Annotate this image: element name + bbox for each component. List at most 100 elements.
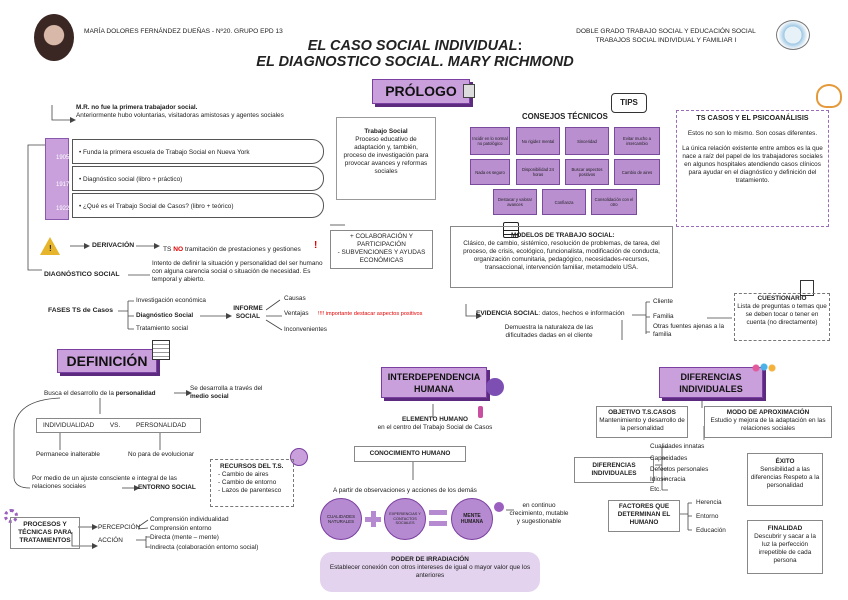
- people-icon: [486, 378, 504, 396]
- modelos-box: MODELOS DE TRABAJO SOCIAL: Clásico, de c…: [450, 226, 673, 288]
- derivacion-text: TS NO tramitación de prestaciones y gest…: [163, 246, 301, 253]
- tips-bubble: TIPS: [611, 93, 647, 113]
- percepcion-item-2: Comprensión entorno: [150, 525, 212, 532]
- dif-item-5: Etc.: [650, 486, 662, 493]
- fases-label: FASES TS de Casos: [48, 307, 113, 314]
- entorno-social: ENTORNO SOCIAL: [138, 484, 196, 491]
- interdependencia-heading: INTERDEPENDENCIA HUMANA: [381, 367, 487, 398]
- factor-herencia: Herencia: [696, 499, 722, 506]
- dif-item-4: Idiosincracia: [650, 476, 686, 483]
- recursos-box: RECURSOS DEL T.S. - Cambio de aires - Ca…: [210, 459, 294, 507]
- tip-2: No rigidez mental: [516, 127, 560, 155]
- procesos-box: PROCESOS Y TÉCNICAS PARA TRATAMIENTOS: [10, 517, 80, 549]
- colaboracion-box: + COLABORACIÓN Y PARTICIPACIÓN - SUBVENC…: [330, 230, 433, 269]
- university-logo: [776, 20, 810, 50]
- ajuste-text: Por medio de un ajuste consciente e inte…: [32, 475, 177, 490]
- modo-box: MODO DE APROXIMACIÓN Estudio y mejora de…: [704, 406, 832, 438]
- degree-line-2: TRABAJOS SOCIAL INDIVIDUAL Y FAMILIAR I: [595, 37, 737, 44]
- document-icon: [152, 340, 170, 360]
- evidencia-familia: Familia: [653, 313, 674, 320]
- fase-2: Diagnóstico Social: [136, 312, 194, 319]
- tip-9: Destacar y valorar avances: [493, 189, 537, 215]
- tip-1: Incidir en lo normal no patológico: [470, 127, 510, 155]
- timeline-bar: [45, 138, 69, 220]
- finalidad-box: FINALIDAD Descubrir y sacar a la luz la …: [747, 520, 823, 574]
- definicion-heading: DEFINICIÓN: [57, 349, 157, 373]
- consejos-title: CONSEJOS TÉCNICOS: [522, 112, 608, 121]
- fase-3: Tratamiento social: [136, 325, 188, 332]
- diferencias-heading: DIFERENCIAS INDIVIDUALES: [659, 367, 763, 398]
- head-gear-icon: [816, 84, 842, 108]
- page-title-1: EL CASO SOCIAL INDIVIDUAL:: [307, 38, 523, 54]
- timeline-year-1905: 1905: [56, 155, 70, 161]
- equals-icon: [429, 510, 447, 526]
- objetivo-box: OBJETIVO T.S.CASOS Mantenimiento y desar…: [596, 406, 688, 438]
- tip-11: Consolidación con el otro: [591, 189, 637, 215]
- dif-item-2: Capacidades: [650, 455, 688, 462]
- timeline-item-1922: • ¿Qué es el Trabajo Social de Casos? (l…: [72, 193, 324, 218]
- exclamation-mark: !: [314, 240, 318, 251]
- timeline-item-1905: • Funda la primera escuela de Trabajo So…: [72, 139, 324, 164]
- partir-text: A partir de observaciones y acciones de …: [333, 487, 477, 494]
- se-desarrolla-text: Se desarrolla a través del medio social: [190, 385, 263, 400]
- informe-ventajas: Ventajas: [284, 310, 309, 317]
- poder-irradiacion-box: PODER DE IRRADIACIÓN Establecer conexión…: [320, 552, 540, 592]
- gears-icon: [4, 509, 18, 523]
- person-icon: [290, 448, 308, 466]
- intro-text: M.R. no fue la primera trabajador social…: [76, 104, 284, 119]
- tip-3: Sinceridad: [565, 127, 609, 155]
- factor-educacion: Educación: [696, 527, 726, 534]
- informe-inconvenientes: Inconvenientes: [284, 326, 327, 333]
- continuo-text: en continuo crecimiento, mutable y suges…: [509, 502, 569, 525]
- warning-icon: [40, 237, 60, 255]
- timeline-item-1917: • Diagnóstico social (libro + práctico): [72, 166, 324, 191]
- fase-1: Investigación económica: [136, 297, 206, 304]
- clipboard-icon: [800, 280, 814, 296]
- circle-mente: MENTE HUMANA: [451, 498, 493, 540]
- tip-10: Confianza: [542, 189, 586, 215]
- cuestionario-box: CUESTIONARIO Lista de preguntas o temas …: [734, 293, 830, 341]
- timeline-year-1922: 1922: [56, 206, 70, 212]
- no-evoluciona-text: No para de evolucionar: [128, 451, 195, 458]
- dif-item-3: Defectos personales: [650, 466, 709, 473]
- book-icon: [463, 84, 475, 98]
- accion-item-1: Directa (mente – mente): [150, 534, 219, 541]
- permanece-text: Permanece inalterable: [36, 451, 100, 458]
- plus-icon: [365, 511, 381, 527]
- percepcion-label: PERCEPCIÓN: [98, 524, 141, 531]
- degree-line-1: DOBLE GRADO TRABAJO SOCIAL Y EDUCACIÓN S…: [576, 28, 756, 35]
- circle-cualidades: CUALIDADES NATURALES: [320, 498, 362, 540]
- accion-item-2: Indirecta (colaboración entorno social): [150, 544, 259, 551]
- dif-individuales-label: DIFERENCIAS INDIVIDUALES: [574, 457, 654, 483]
- tip-7: Buscar aspectos positivos: [565, 159, 609, 185]
- informe-social: INFORME SOCIAL: [233, 305, 263, 320]
- evidencia-cliente: Cliente: [653, 298, 673, 305]
- busca-text: Busca el desarrollo de la personalidad: [44, 390, 156, 397]
- page-title-2: EL DIAGNOSTICO SOCIAL. MARY RICHMOND: [256, 54, 574, 70]
- tip-8: Cambio de aires: [614, 159, 660, 185]
- circle-experiencias: EXPERIENCIAS Y CONTACTOS SOCIALES: [384, 498, 426, 540]
- evidencia-demuestra: Demuestra la naturaleza de las dificulta…: [504, 324, 594, 339]
- diagnostico-label: DIAGNÓSTICO SOCIAL: [44, 271, 120, 278]
- conocimiento-humano: CONOCIMIENTO HUMANO: [354, 446, 466, 462]
- evidencia-otras: Otras fuentes ajenas a la familia: [653, 323, 725, 338]
- timeline-year-1917: 1917: [56, 182, 70, 188]
- tip-5: Nada es seguro: [470, 159, 510, 185]
- warning-mark: !: [49, 244, 52, 253]
- person-figure-icon: [478, 406, 483, 418]
- dif-item-1: Cualidades innatas: [650, 443, 705, 450]
- tip-4: Evitar mucho a intercambio: [614, 127, 660, 155]
- derivacion-label: DERIVACIÓN: [92, 242, 135, 249]
- prologo-heading: PRÓLOGO: [372, 79, 470, 104]
- balloons-icon: [752, 362, 778, 374]
- tip-6: Disponibilidad 24 horas: [516, 159, 560, 185]
- important-note: !!!! importante destacar aspectos positi…: [318, 311, 423, 317]
- factor-entorno: Entorno: [696, 513, 719, 520]
- exito-box: ÉXITO Sensibilidad a las diferencias Res…: [747, 453, 823, 506]
- psicoanalisis-box: TS CASOS Y EL PSICOANÁLISIS Estos no son…: [676, 110, 829, 227]
- author-photo: [34, 14, 74, 61]
- brain-icon: [494, 502, 504, 512]
- trabajo-social-box: Trabajo Social Proceso educativo de adap…: [336, 117, 436, 200]
- percepcion-item-1: Comprensión individualidad: [150, 516, 229, 523]
